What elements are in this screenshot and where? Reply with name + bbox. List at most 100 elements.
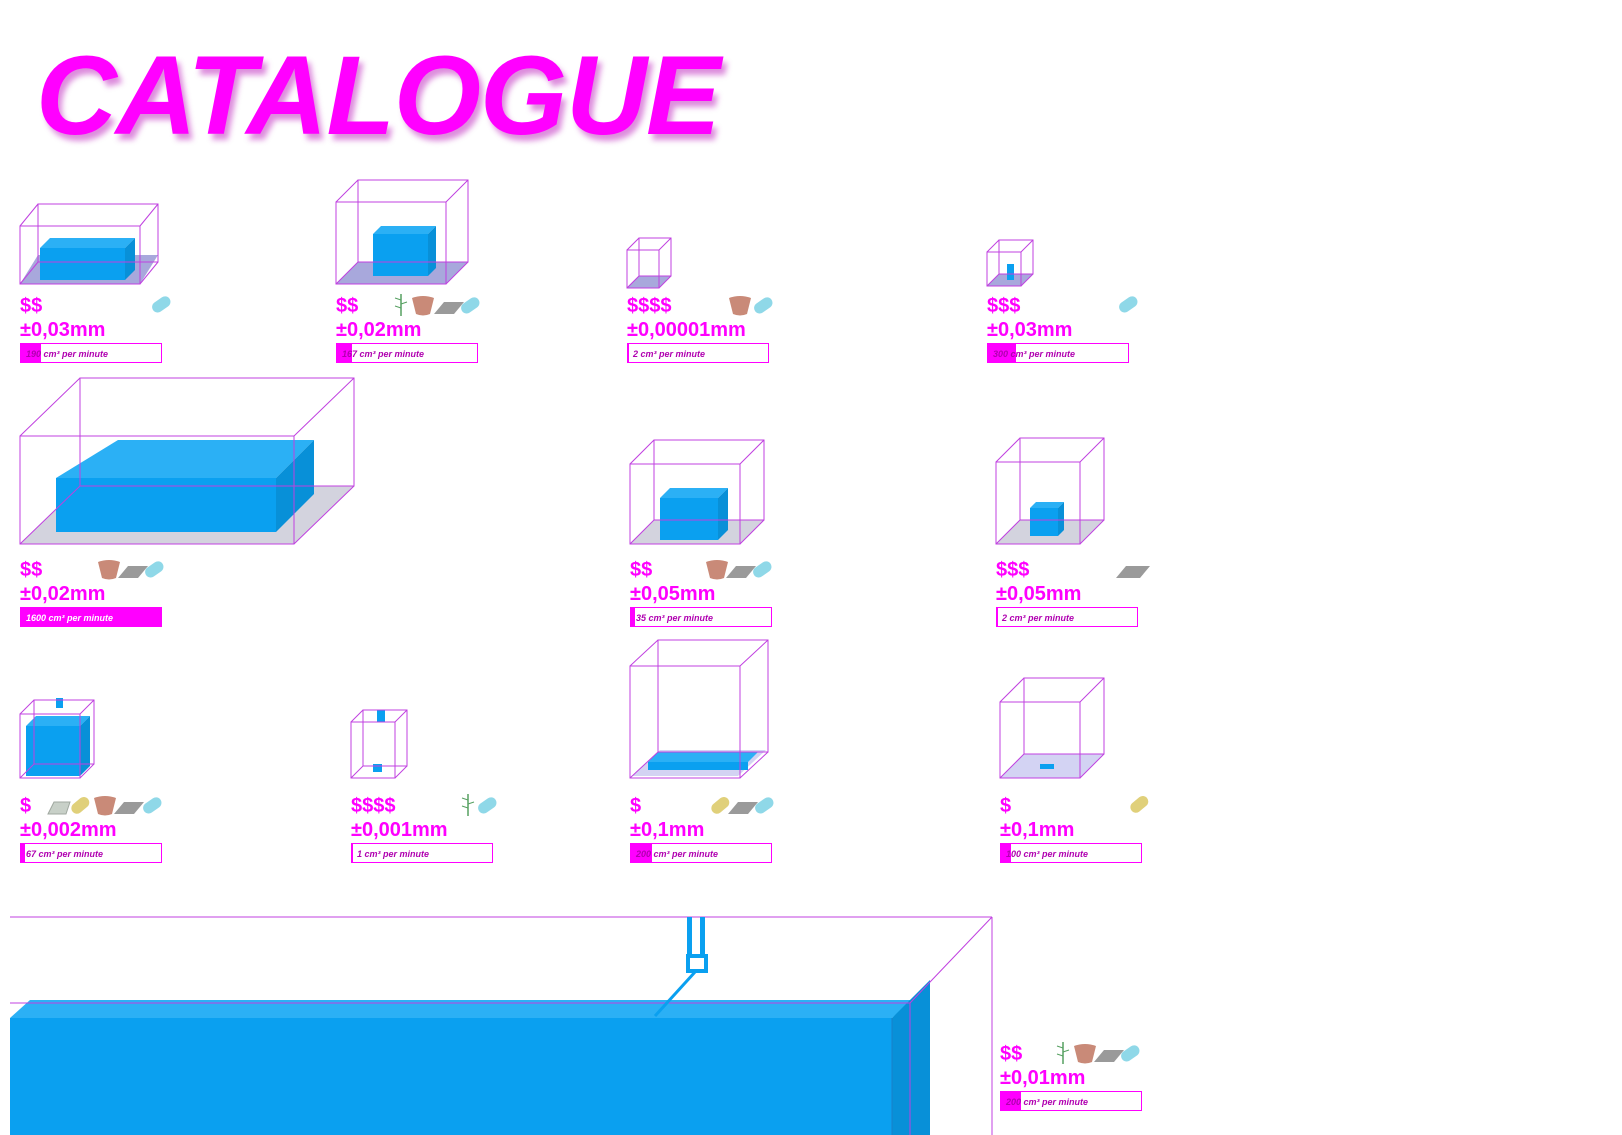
tolerance: ±0,00001mm (627, 319, 746, 341)
tolerance: ±0,1mm (1000, 819, 1075, 841)
tolerance: ±0,05mm (996, 583, 1082, 605)
resin-icon (754, 297, 773, 314)
gold-icon (71, 796, 90, 814)
clay-icon (1074, 1044, 1096, 1064)
tolerance: ±0,02mm (20, 583, 106, 605)
price-rating: $$ (1000, 1043, 1023, 1065)
speed-bar-fill (1001, 844, 1011, 862)
price-rating: $ (630, 795, 642, 817)
material-icons (392, 292, 492, 318)
speed-label: 67 cm³ per minute (26, 849, 104, 859)
material-icons (1054, 1040, 1154, 1066)
tolerance: ±0,1mm (630, 819, 705, 841)
clay-icon (98, 560, 120, 580)
speed-bar-fill (631, 844, 652, 862)
speed-label: 2 cm³ per minute (633, 349, 706, 359)
resin-icon (1121, 1045, 1140, 1062)
plant-icon (394, 294, 408, 316)
speed-label: 100 cm³ per minute (1006, 849, 1089, 859)
price-rating: $$ (630, 559, 653, 581)
speed-bar-fill (21, 608, 161, 626)
tolerance: ±0,03mm (20, 319, 106, 341)
resin-icon (461, 297, 480, 314)
plant-icon (461, 794, 475, 816)
printer-illustration (986, 239, 1034, 287)
clay-icon (94, 796, 116, 816)
clay-icon (706, 560, 728, 580)
speed-bar-fill (1001, 1092, 1021, 1110)
material-icons (1114, 556, 1154, 582)
material-icons (46, 792, 176, 818)
tolerance: ±0,02mm (336, 319, 422, 341)
speed-bar-fill (631, 608, 635, 626)
tolerance: ±0,002mm (20, 819, 117, 841)
price-rating: $$ (336, 295, 359, 317)
gold-icon (1130, 795, 1149, 813)
material-icons (704, 556, 784, 582)
tolerance: ±0,03mm (987, 319, 1073, 341)
material-icons (148, 292, 174, 318)
sheet-icon (1116, 566, 1150, 578)
speed-bar: 200 cm³ per minute (1000, 1091, 1142, 1111)
speed-label: 2 cm³ per minute (1002, 613, 1075, 623)
tolerance: ±0,001mm (351, 819, 448, 841)
resin-icon (1119, 296, 1138, 313)
plant-icon (1056, 1042, 1070, 1064)
page-title: CATALOGUE (36, 33, 721, 158)
speed-bar: 35 cm³ per minute (630, 607, 772, 627)
speed-bar-fill (352, 844, 353, 862)
speed-bar: 167 cm³ per minute (336, 343, 478, 363)
speed-bar: 2 cm³ per minute (996, 607, 1138, 627)
printer-illustration (626, 237, 672, 289)
price-rating: $$$ (996, 559, 1030, 581)
speed-label: 300 cm³ per minute (993, 349, 1076, 359)
clay-icon (729, 296, 751, 316)
tolerance: ±0,01mm (1000, 1067, 1086, 1089)
resin-icon (152, 296, 171, 313)
resin-icon (143, 797, 162, 814)
stone-icon (47, 801, 71, 815)
printer-illustration (995, 437, 1105, 545)
material-icons (727, 292, 787, 318)
speed-label: 200 cm³ per minute (1006, 1097, 1089, 1107)
material-icons (96, 556, 176, 582)
speed-bar: 1 cm³ per minute (351, 843, 493, 863)
speed-label: 1600 cm³ per minute (26, 613, 114, 623)
speed-bar: 2 cm³ per minute (627, 343, 769, 363)
printer-illustration (335, 179, 469, 285)
sheet-icon (728, 802, 758, 814)
speed-bar-fill (21, 844, 26, 862)
sheet-icon (118, 566, 148, 578)
speed-bar-fill (997, 608, 999, 626)
speed-bar: 200 cm³ per minute (630, 843, 772, 863)
material-icons (459, 792, 505, 818)
price-rating: $$$$ (351, 795, 396, 817)
speed-bar: 1600 cm³ per minute (20, 607, 162, 627)
material-icons (1126, 792, 1152, 818)
price-rating: $$$ (987, 295, 1021, 317)
price-rating: $$$$ (627, 295, 672, 317)
speed-bar-fill (628, 344, 630, 362)
speed-label: 200 cm³ per minute (636, 849, 719, 859)
price-rating: $ (1000, 795, 1012, 817)
speed-bar-fill (21, 344, 41, 362)
printer-illustration (19, 377, 355, 545)
price-rating: $$ (20, 295, 43, 317)
speed-bar: 100 cm³ per minute (1000, 843, 1142, 863)
speed-label: 35 cm³ per minute (636, 613, 714, 623)
price-rating: $ (20, 795, 32, 817)
sheet-icon (114, 802, 144, 814)
speed-bar: 67 cm³ per minute (20, 843, 162, 863)
resin-icon (145, 561, 164, 578)
sheet-icon (726, 566, 756, 578)
printer-illustration (629, 639, 769, 779)
price-rating: $$ (20, 559, 43, 581)
speed-label: 167 cm³ per minute (342, 349, 425, 359)
printer-illustration (999, 677, 1105, 779)
printer-illustration (19, 203, 159, 285)
sheet-icon (434, 302, 464, 314)
speed-bar: 300 cm³ per minute (987, 343, 1129, 363)
printer-illustration (19, 698, 95, 779)
tolerance: ±0,05mm (630, 583, 716, 605)
